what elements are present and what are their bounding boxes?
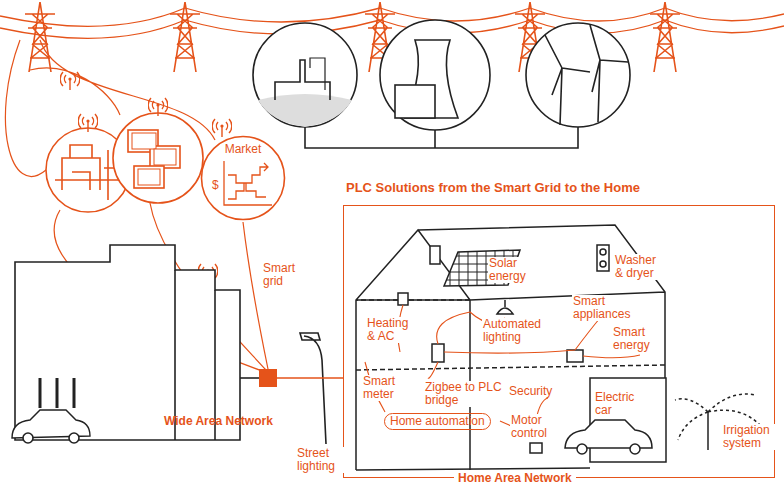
appliances-label: Smart appliances: [572, 295, 638, 321]
washer-label: Washer & dryer: [614, 254, 664, 280]
car-label: Electric car: [594, 391, 644, 417]
home-network-label: Home Area Network: [454, 472, 576, 485]
market-title: Market: [200, 143, 286, 156]
security-label: Security: [508, 385, 553, 398]
factory: [12, 245, 259, 443]
motor-label: Motor control: [510, 414, 556, 440]
street-lamp: [300, 333, 326, 444]
currency-sign: $: [212, 179, 219, 192]
lighting-label: Automated lighting: [482, 318, 550, 344]
heating-label: Heating & AC: [366, 317, 416, 343]
irrigation-label: Irrigation system: [722, 424, 780, 450]
automation-text: Home automation: [390, 415, 485, 428]
house: [356, 225, 760, 470]
solar-label: Solar energy: [488, 257, 534, 283]
network-wire: [277, 377, 343, 378]
bridge-label: Zigbee to PLC bridge: [424, 381, 506, 407]
automation-box: Home automation: [384, 413, 491, 430]
power-plants: [253, 20, 630, 148]
grid-label: Smart grid: [262, 262, 304, 288]
network-junction: Wide Area Network: [259, 369, 277, 387]
price-chart: [224, 161, 272, 205]
home-heading: PLC Solutions from the Smart Grid to the…: [346, 181, 640, 194]
market-circle: Market $: [200, 135, 286, 221]
meter-label: Smart meter: [362, 375, 404, 401]
energy-label: Smart energy: [612, 326, 660, 352]
grid-control: [46, 113, 203, 212]
street-label: Street lighting: [296, 447, 344, 473]
network-label: Wide Area Network: [164, 415, 273, 428]
